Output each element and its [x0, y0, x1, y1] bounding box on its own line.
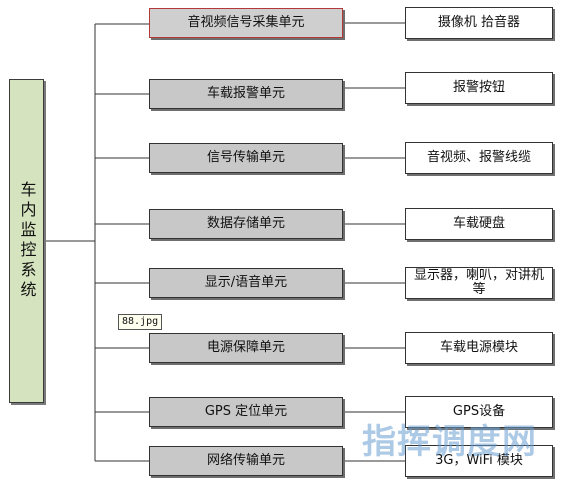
unit-label: 音视频信号采集单元 — [187, 15, 305, 30]
device-label: 显示器，喇叭，对讲机等 — [413, 268, 544, 297]
unit-box-alarm: 车载报警单元 — [149, 79, 343, 109]
unit-box-data-storage: 数据存储单元 — [149, 209, 343, 239]
unit-box-power: 电源保障单元 — [149, 333, 343, 363]
unit-label: 网络传输单元 — [206, 453, 285, 468]
root-system-box: 车内监控系统 — [9, 79, 44, 403]
unit-label: 显示/语音单元 — [204, 275, 288, 290]
image-filename-tooltip: 88.jpg — [118, 314, 163, 330]
unit-box-display-voice: 显示/语音单元 — [149, 268, 343, 298]
device-box-camera-mic: 摄像机 拾音器 — [405, 7, 553, 39]
root-system-label: 车内监控系统 — [17, 181, 37, 301]
device-label: 摄像机 拾音器 — [437, 15, 521, 30]
unit-label: 信号传输单元 — [206, 150, 285, 165]
unit-box-gps: GPS 定位单元 — [149, 397, 343, 427]
device-label: 车载硬盘 — [452, 216, 505, 231]
device-box-alarm-button: 报警按钮 — [405, 72, 553, 104]
unit-label: 车载报警单元 — [206, 86, 285, 101]
unit-label: GPS 定位单元 — [204, 404, 288, 419]
device-label: 音视频、报警线缆 — [426, 150, 531, 165]
unit-box-av-capture: 音视频信号采集单元 — [149, 8, 343, 38]
device-box-3g-wifi: 3G，WiFi 模块 — [405, 445, 553, 477]
device-label: 报警按钮 — [452, 80, 505, 95]
device-box-display-speaker-intercom: 显示器，喇叭，对讲机等 — [405, 267, 553, 299]
device-box-power-module: 车载电源模块 — [405, 332, 553, 364]
device-box-gps: GPS设备 — [405, 396, 553, 428]
device-box-cables: 音视频、报警线缆 — [405, 142, 553, 174]
unit-label: 电源保障单元 — [206, 340, 285, 355]
unit-box-signal-transmission: 信号传输单元 — [149, 143, 343, 173]
device-box-hard-disk: 车载硬盘 — [405, 208, 553, 240]
device-label: 3G，WiFi 模块 — [435, 453, 523, 468]
unit-box-network: 网络传输单元 — [149, 446, 343, 476]
device-label: GPS设备 — [452, 404, 506, 419]
device-label: 车载电源模块 — [439, 340, 518, 355]
unit-label: 数据存储单元 — [206, 216, 285, 231]
